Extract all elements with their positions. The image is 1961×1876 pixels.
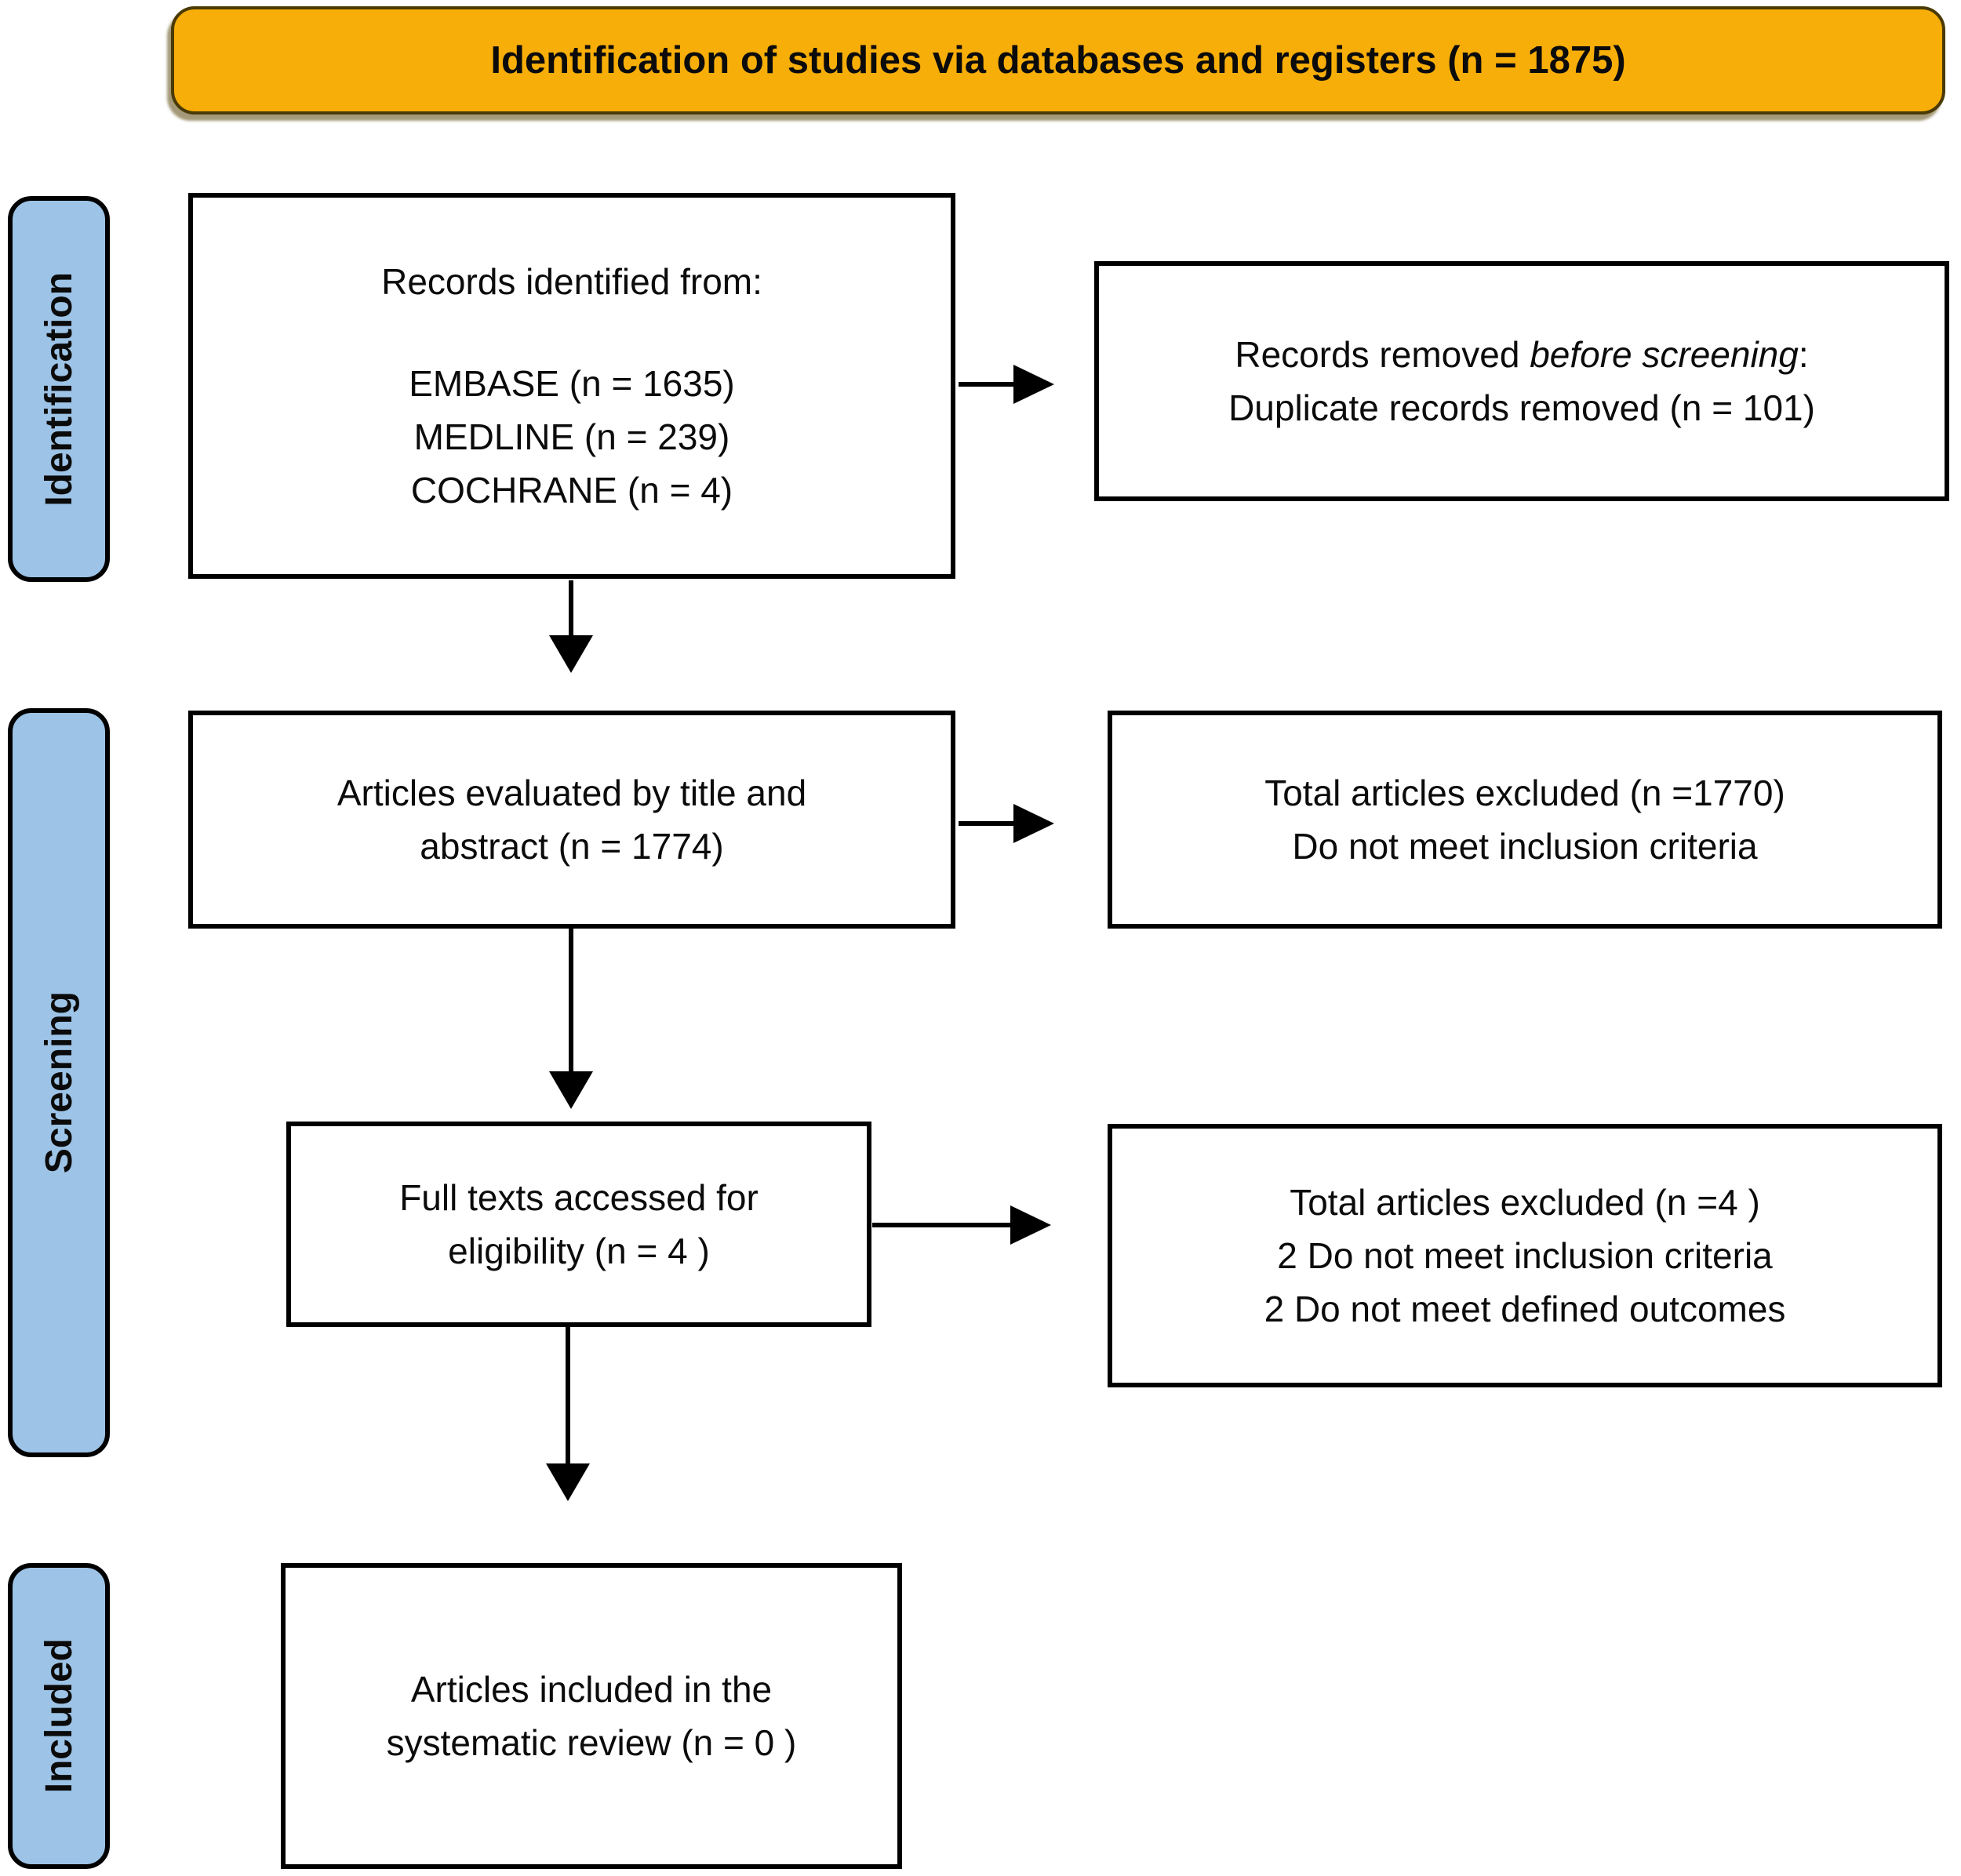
stage-pill-included: Included [8, 1563, 110, 1869]
excluded-ft-line1: Total articles excluded (n =4 ) [1290, 1182, 1760, 1223]
arrow-down-icon [546, 1327, 590, 1501]
records-removed-line2: Duplicate records removed (n = 101) [1228, 387, 1815, 428]
stage-label-identification: Identification [38, 271, 80, 507]
records-removed-line1: Records removed before screening: [1235, 328, 1808, 381]
box-title-abstract-screen: Articles evaluated by title and abstract… [188, 711, 955, 929]
arrow-stem [569, 580, 573, 635]
records-source-cochrane: COCHRANE (n = 4) [410, 470, 733, 511]
arrow-head [549, 1071, 593, 1109]
stage-pill-identification: Identification [8, 196, 110, 582]
records-removed-italic: before screening [1530, 334, 1799, 375]
arrow-down-icon [549, 929, 593, 1109]
excluded-ta-line1: Total articles excluded (n =1770) [1264, 773, 1785, 813]
title-abstract-line1: Articles evaluated by title and [337, 773, 807, 813]
excluded-ft-line3: 2 Do not meet defined outcomes [1264, 1289, 1786, 1329]
title-abstract-line2: abstract (n = 1774) [420, 826, 724, 867]
arrow-head [546, 1463, 590, 1501]
box-full-text-review: Full texts accessed for eligibility (n =… [286, 1122, 871, 1327]
excluded-ft-line2: 2 Do not meet inclusion criteria [1277, 1235, 1773, 1276]
full-text-line1: Full texts accessed for [399, 1177, 759, 1218]
records-source-embase: EMBASE (n = 1635) [409, 363, 735, 404]
excluded-ta-line2: Do not meet inclusion criteria [1292, 826, 1758, 867]
banner-title: Identification of studies via databases … [490, 39, 1626, 82]
arrow-head [1013, 804, 1054, 843]
arrow-stem [959, 382, 1013, 387]
arrow-right-icon [872, 1205, 1051, 1245]
arrow-right-icon [959, 803, 1054, 844]
records-removed-suffix: : [1798, 334, 1809, 375]
arrow-head [1010, 1205, 1051, 1245]
included-line1: Articles included in the [410, 1669, 773, 1710]
arrow-head [1013, 365, 1054, 404]
arrow-right-icon [959, 364, 1054, 405]
stage-label-included: Included [38, 1638, 80, 1794]
arrow-head [549, 635, 593, 673]
records-identified-intro: Records identified from: [381, 261, 762, 302]
full-text-line2: eligibility (n = 4 ) [448, 1231, 710, 1271]
included-line2: systematic review (n = 0 ) [386, 1722, 797, 1763]
arrow-stem [569, 929, 573, 1071]
box-records-removed: Records removed before screening: Duplic… [1094, 261, 1949, 501]
arrow-stem [872, 1223, 1010, 1227]
stage-pill-screening: Screening [8, 708, 110, 1457]
box-records-identified: Records identified from: EMBASE (n = 163… [188, 193, 955, 579]
arrow-stem [959, 821, 1013, 826]
arrow-stem [566, 1327, 570, 1463]
stage-label-screening: Screening [38, 991, 80, 1174]
records-source-medline: MEDLINE (n = 239) [413, 416, 730, 457]
records-removed-prefix: Records removed [1235, 334, 1530, 375]
box-excluded-full-text: Total articles excluded (n =4 ) 2 Do not… [1108, 1124, 1942, 1387]
banner: Identification of studies via databases … [171, 6, 1945, 115]
box-included-review: Articles included in the systematic revi… [281, 1563, 902, 1869]
box-excluded-title-abstract: Total articles excluded (n =1770) Do not… [1108, 711, 1942, 929]
arrow-down-icon [549, 580, 593, 673]
